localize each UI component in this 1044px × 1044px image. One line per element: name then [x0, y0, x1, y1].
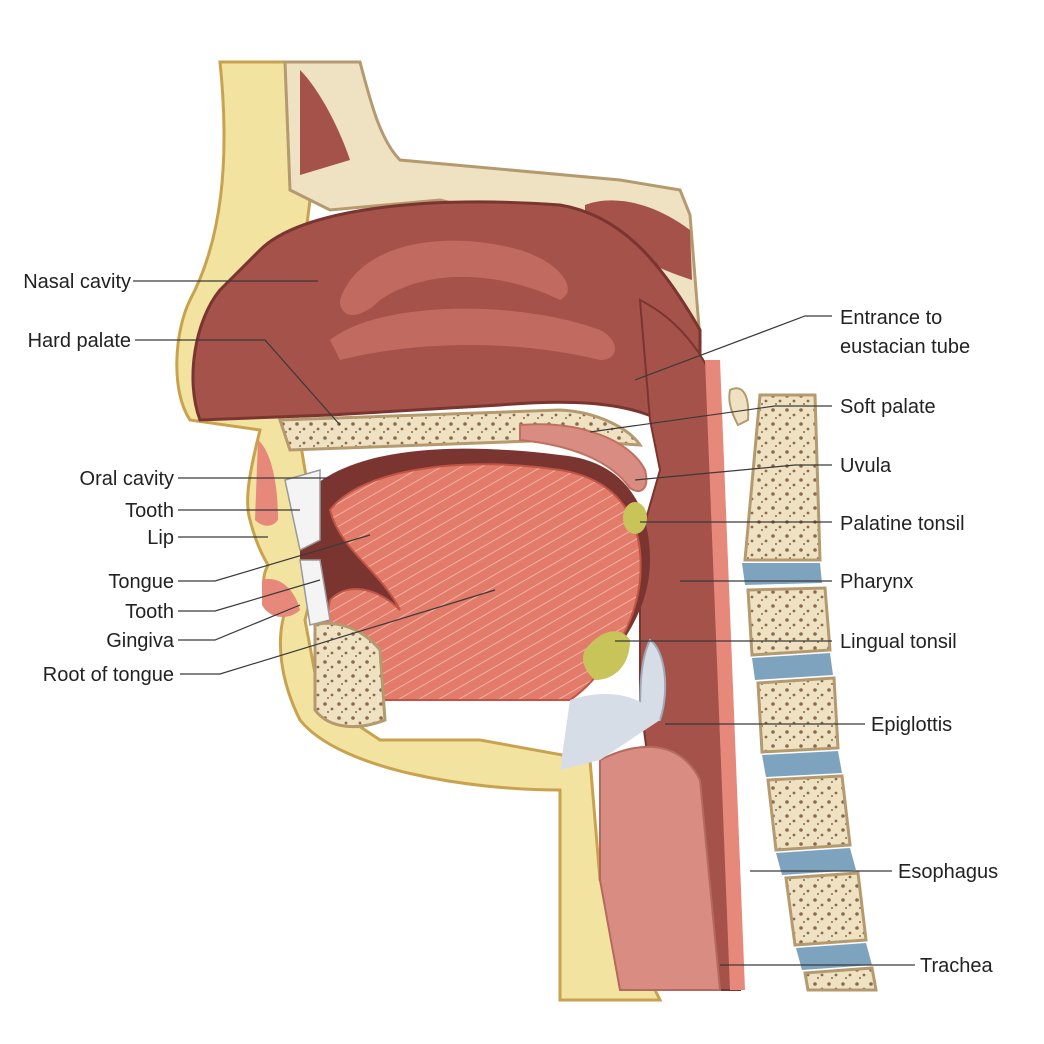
lingual-tonsil-shape — [583, 631, 630, 680]
label-nasal-cavity: Nasal cavity — [23, 271, 131, 293]
label-uvula: Uvula — [840, 455, 892, 477]
frontal-sinus — [300, 70, 350, 175]
upper-lip-muscle — [255, 440, 278, 526]
label-tongue: Tongue — [108, 571, 174, 593]
vertebra-c5 — [766, 774, 852, 852]
label-entrance-line2: eustacian tube — [840, 336, 970, 358]
label-trachea: Trachea — [920, 955, 994, 977]
palatine-tonsil-shape — [623, 502, 647, 534]
hyoid-ligaments — [560, 694, 660, 770]
label-pharynx: Pharynx — [840, 571, 913, 593]
vertebral-column — [728, 387, 878, 992]
nasal-conchae — [330, 240, 615, 360]
leader-gingiva — [178, 604, 301, 641]
label-lip: Lip — [147, 527, 174, 549]
label-lingual-tonsil: Lingual tonsil — [840, 631, 957, 653]
label-palatine-tonsil: Palatine tonsil — [840, 513, 965, 535]
superior-concha — [340, 240, 568, 315]
label-gingiva: Gingiva — [106, 630, 175, 652]
label-hard-palate: Hard palate — [28, 330, 131, 352]
label-tooth-lower: Tooth — [125, 601, 174, 623]
tongue-body — [326, 463, 642, 701]
label-entrance-line1: Entrance to — [840, 307, 942, 329]
label-tooth-upper: Tooth — [125, 500, 174, 522]
leader-tongue — [178, 534, 371, 582]
lower-tooth-shape — [299, 559, 331, 626]
disc-5 — [796, 943, 872, 970]
leader-entrance-eustacian — [634, 315, 832, 381]
vertebra-c4 — [756, 676, 840, 754]
disc-3 — [762, 751, 842, 777]
label-soft-palate: Soft palate — [840, 396, 936, 418]
label-epiglottis: Epiglottis — [871, 714, 952, 736]
larynx-trachea-shape — [599, 745, 722, 991]
label-esophagus: Esophagus — [898, 861, 998, 883]
lower-lip-muscle — [262, 579, 300, 617]
right-labels: Entrance to eustacian tube Soft palate U… — [840, 307, 998, 977]
vertebra-c6 — [784, 871, 868, 947]
disc-2 — [752, 653, 833, 680]
vertebra-c7 — [803, 966, 878, 992]
leader-root-of-tongue — [180, 589, 496, 675]
leader-lines — [133, 280, 915, 966]
label-root-of-tongue: Root of tongue — [43, 664, 174, 686]
mandible-bone — [313, 621, 387, 729]
leader-hard-palate — [135, 339, 341, 426]
disc-1 — [742, 563, 822, 585]
middle-concha — [330, 308, 615, 360]
esophagus-wall — [705, 360, 745, 990]
atlas-arch — [728, 387, 750, 427]
upper-tooth-shape — [284, 469, 321, 552]
leader-soft-palate — [589, 405, 832, 433]
left-labels: Nasal cavity Hard palate Oral cavity Too… — [23, 271, 175, 686]
vertebra-c3 — [746, 586, 832, 657]
leader-uvula — [634, 464, 832, 481]
label-oral-cavity: Oral cavity — [80, 468, 174, 490]
vertebra-c2 — [743, 393, 822, 562]
sphenoid-sinus — [585, 200, 692, 280]
jaw-and-teeth — [255, 440, 387, 729]
disc-4 — [776, 848, 856, 875]
leader-tooth-lower — [178, 579, 321, 612]
